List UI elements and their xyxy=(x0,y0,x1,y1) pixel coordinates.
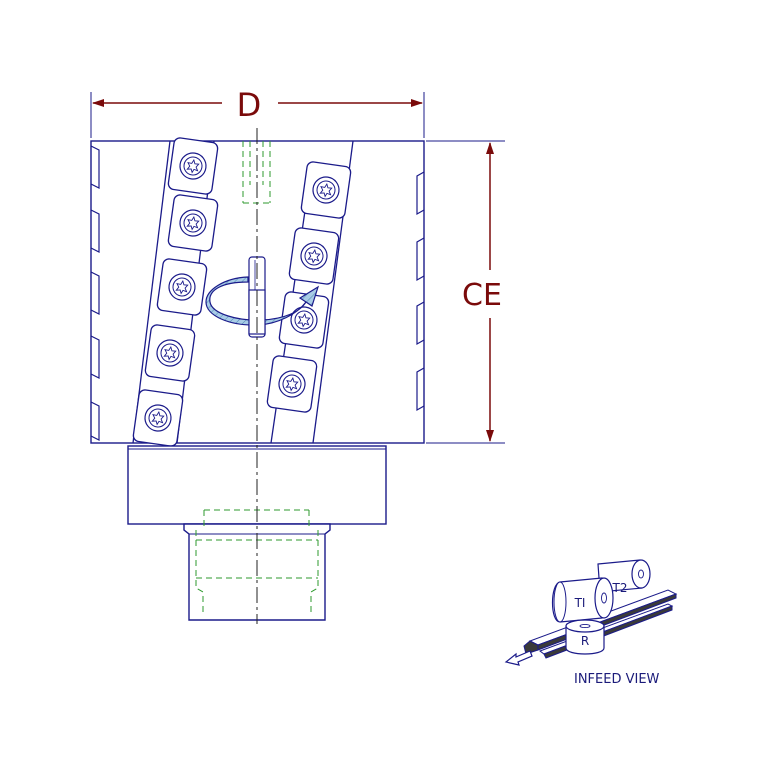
right-knife-edges xyxy=(416,171,425,412)
roller-r: R xyxy=(565,619,605,655)
torx-screw-icon xyxy=(299,160,353,220)
torx-screw-icon xyxy=(166,136,220,196)
infeed-view-caption: INFEED VIEW xyxy=(574,672,660,687)
diameter-label: D xyxy=(237,86,262,124)
infeed-view-diagram: T2 TI R INFEED VIEW xyxy=(504,559,678,687)
torx-screw-icon xyxy=(143,323,197,383)
roller-t1-label: TI xyxy=(574,596,586,610)
cutting-edge-label: CE xyxy=(462,278,502,313)
top-bore-hidden xyxy=(242,141,271,204)
dimension-ce: CE xyxy=(426,140,505,444)
torx-screw-icon xyxy=(287,226,341,286)
torx-screw-icon xyxy=(131,388,185,448)
roller-t2-label: T2 xyxy=(612,581,628,595)
left-knife-edges xyxy=(90,145,100,441)
infeed-arrow-icon xyxy=(504,650,533,666)
torx-screw-icon xyxy=(265,354,319,414)
dimension-d: D xyxy=(90,86,425,138)
roller-t1: TI xyxy=(551,577,614,623)
roller-r-label: R xyxy=(581,634,589,648)
torx-screw-icon xyxy=(166,193,220,253)
torx-screw-icon xyxy=(155,257,209,317)
